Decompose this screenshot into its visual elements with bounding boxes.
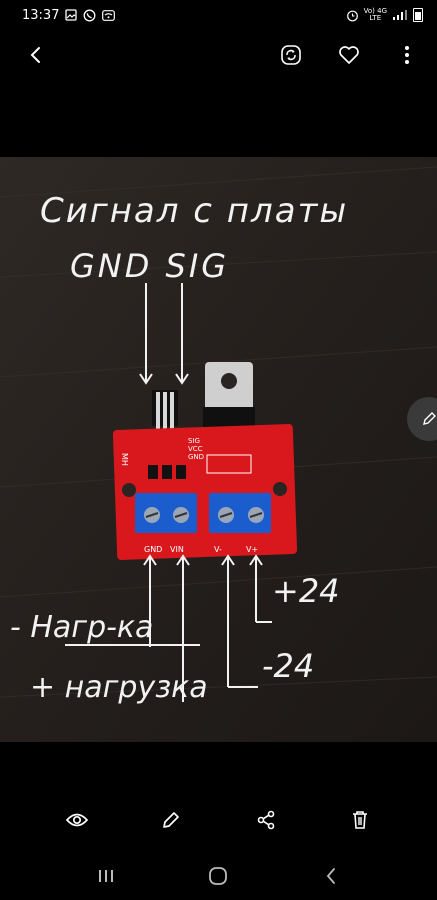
silk-gnd: GND <box>188 453 204 461</box>
network-label-bottom: LTE <box>369 14 382 22</box>
label-load-plus: + нагрузка <box>30 670 208 705</box>
eye-icon <box>65 813 89 827</box>
share-icon <box>257 810 274 830</box>
edit-fab-button[interactable] <box>407 397 437 441</box>
handwriting-pins: GND SIG <box>70 247 229 285</box>
silk-v-plus: V+ <box>246 545 258 554</box>
back-nav-button[interactable] <box>317 862 345 890</box>
back-nav-icon <box>326 868 335 884</box>
edit-button[interactable] <box>157 806 185 834</box>
label-plus-24: +24 <box>272 572 340 610</box>
details-button[interactable] <box>63 806 91 834</box>
recents-icon <box>99 870 114 882</box>
status-bar: 13:37 Vo) 4G LTE <box>0 0 437 30</box>
home-icon <box>209 867 228 885</box>
status-left: 13:37 <box>22 7 116 23</box>
wifi-icon <box>102 9 116 21</box>
share-button[interactable] <box>252 806 280 834</box>
photo-viewer[interactable]: Сигнал с платы GND SIG MH SIG VCC GND <box>0 157 437 742</box>
silk-vcc: VCC <box>188 445 203 453</box>
top-actions <box>277 41 421 69</box>
network-label-top: Vo) 4G <box>363 7 387 15</box>
whatsapp-icon <box>84 9 96 21</box>
label-load-minus: - Нагр-ка <box>10 610 153 645</box>
heart-icon <box>339 46 359 64</box>
delete-button[interactable] <box>346 806 374 834</box>
more-vert-icon <box>405 46 409 64</box>
signal-icon <box>393 10 407 20</box>
pencil-icon <box>163 812 180 828</box>
photo-image: Сигнал с платы GND SIG MH SIG VCC GND <box>0 157 437 742</box>
silk-mh: MH <box>120 453 129 466</box>
remaster-button[interactable] <box>277 41 305 69</box>
silk-vin: VIN <box>170 545 184 554</box>
favorite-button[interactable] <box>335 41 363 69</box>
alarm-icon <box>346 10 358 21</box>
network-type: Vo) 4G LTE <box>364 8 387 22</box>
status-time: 13:37 <box>22 7 60 23</box>
label-minus-24: -24 <box>262 647 314 685</box>
bottom-toolbar <box>0 795 437 845</box>
back-button[interactable] <box>22 41 50 69</box>
silk-sig: SIG <box>188 437 200 445</box>
status-right: Vo) 4G LTE <box>346 8 423 22</box>
home-button[interactable] <box>204 862 232 890</box>
handwriting-title: Сигнал с платы <box>40 191 348 231</box>
trash-icon <box>352 811 367 829</box>
top-toolbar <box>0 30 437 80</box>
sync-icon <box>281 45 301 65</box>
image-notification-icon <box>65 9 78 21</box>
battery-icon <box>413 8 423 22</box>
navigation-bar <box>0 852 437 900</box>
back-icon <box>30 47 40 63</box>
recents-button[interactable] <box>92 862 120 890</box>
silk-gnd-2: GND <box>144 545 162 554</box>
silk-v-minus: V- <box>214 545 222 554</box>
more-button[interactable] <box>393 41 421 69</box>
pencil-small-icon <box>423 412 436 425</box>
